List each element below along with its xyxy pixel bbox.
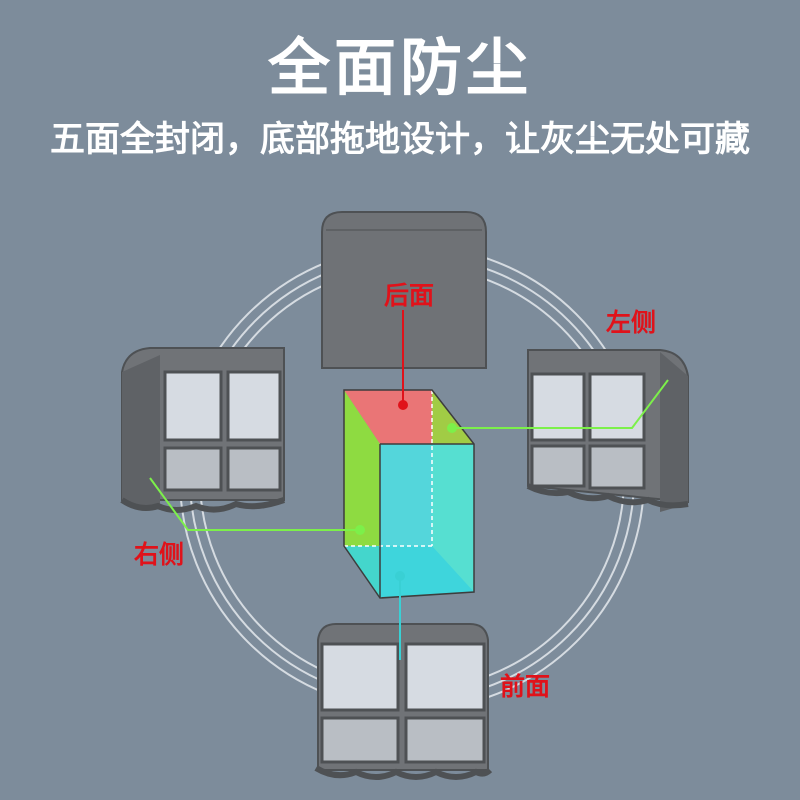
headline: 全面防尘	[267, 31, 532, 104]
right-leader-line	[149, 477, 360, 531]
leader-lines	[149, 310, 669, 660]
label-back: 后面	[384, 281, 435, 310]
front-wardrobe-image	[314, 623, 493, 780]
left-side-wardrobe-image	[526, 349, 689, 512]
five-face-box-diagram	[343, 389, 475, 599]
label-right: 右侧	[134, 540, 185, 569]
label-left: 左侧	[606, 308, 657, 337]
box-bottom-face	[344, 546, 474, 598]
left-leader-line	[452, 379, 669, 429]
subheadline: 五面全封闭，底部拖地设计，让灰尘无处可藏	[49, 120, 750, 160]
back-panel-image	[321, 211, 487, 369]
right-side-wardrobe-image	[120, 347, 286, 513]
label-front: 前面	[500, 672, 551, 701]
